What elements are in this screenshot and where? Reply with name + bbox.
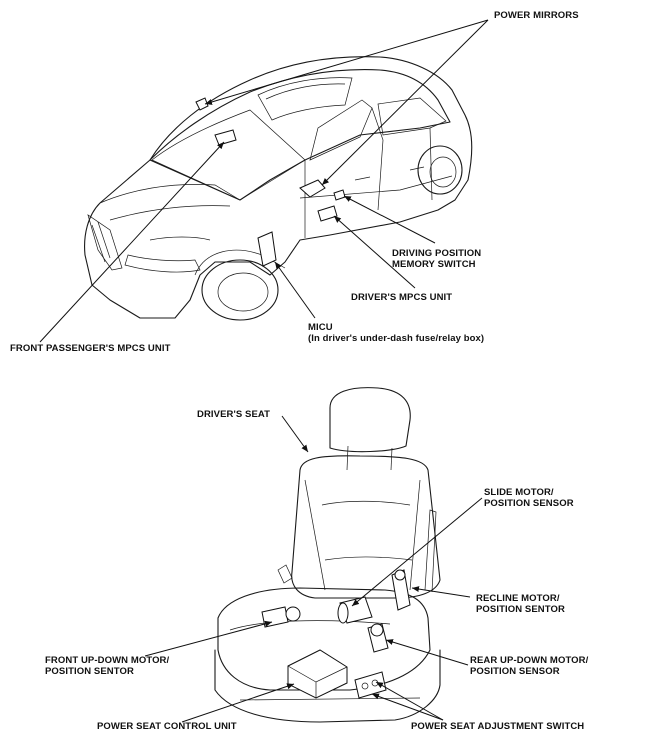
- label-recline-motor: RECLINE MOTOR/ POSITION SENTOR: [476, 593, 565, 615]
- car-illustration: [84, 56, 473, 321]
- seat-illustration: [214, 387, 441, 723]
- label-power-seat-adjustment-switch: POWER SEAT ADJUSTMENT SWITCH: [411, 721, 585, 732]
- label-micu: MICU (In driver's under-dash fuse/relay …: [308, 322, 485, 344]
- label-power-seat-control-unit: POWER SEAT CONTROL UNIT: [97, 721, 237, 732]
- label-drivers-mpcs-unit: DRIVER'S MPCS UNIT: [351, 292, 453, 303]
- label-slide-motor: SLIDE MOTOR/ POSITION SENSOR: [484, 487, 574, 509]
- label-rear-up-down-motor: REAR UP-DOWN MOTOR/ POSITION SENSOR: [470, 655, 589, 677]
- label-front-passengers-mpcs-unit: FRONT PASSENGER'S MPCS UNIT: [10, 343, 171, 354]
- label-front-up-down-motor: FRONT UP-DOWN MOTOR/ POSITION SENTOR: [45, 655, 170, 677]
- label-driving-position-memory-switch: DRIVING POSITION MEMORY SWITCH: [392, 248, 482, 270]
- car-leader-lines: [39, 19, 489, 343]
- seat-leader-lines: [144, 415, 483, 723]
- label-drivers-seat: DRIVER'S SEAT: [197, 409, 271, 420]
- label-power-mirrors: POWER MIRRORS: [494, 10, 579, 21]
